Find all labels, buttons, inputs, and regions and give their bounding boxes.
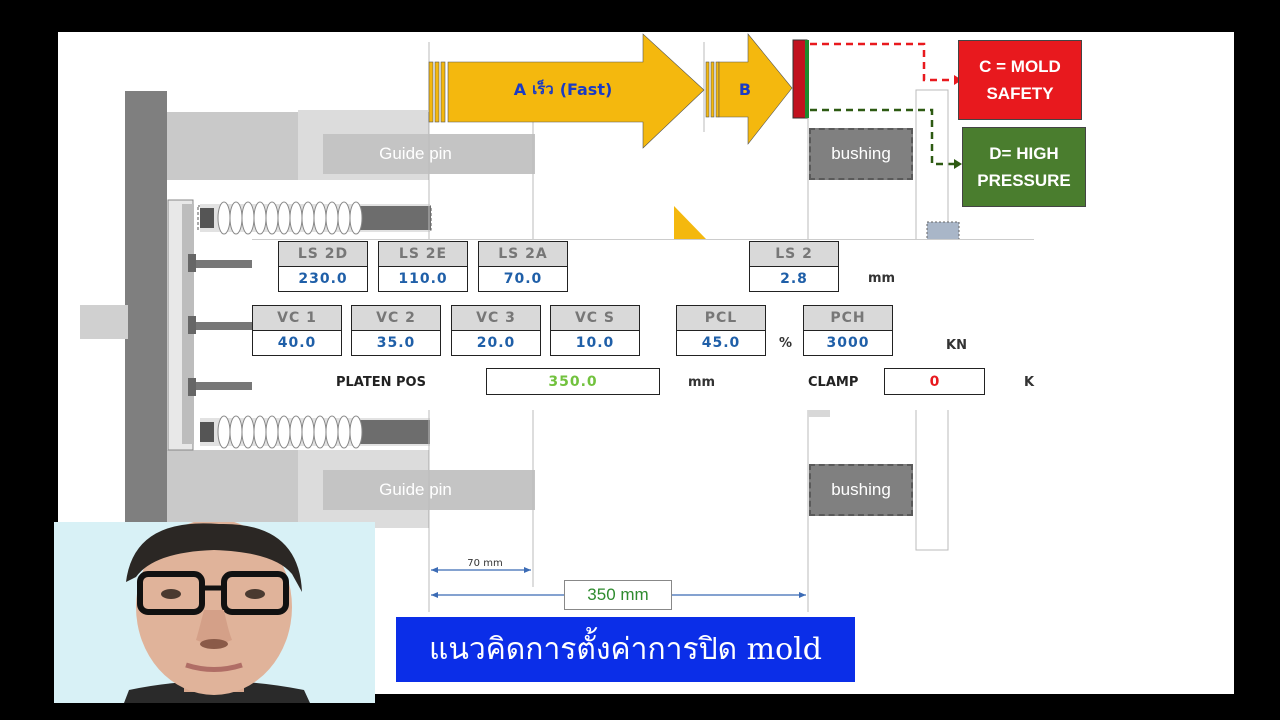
param-label: VC 3 (451, 305, 541, 331)
platen-pos-field[interactable]: 350.0 (486, 368, 660, 395)
spring-coils-bottom (217, 415, 363, 449)
param-value[interactable]: 110.0 (378, 266, 468, 292)
clamp-unit: K (1024, 375, 1035, 390)
arrow-a-label: A เร็ว (Fast) (498, 76, 628, 102)
param-vc2: VC 2 35.0 (351, 305, 441, 356)
param-value[interactable]: 10.0 (550, 330, 640, 356)
param-value[interactable]: 70.0 (478, 266, 568, 292)
param-label: LS 2 (749, 241, 839, 267)
param-label: VC 1 (252, 305, 342, 331)
dim-350-arrow-left (431, 592, 438, 598)
param-vc3: VC 3 20.0 (451, 305, 541, 356)
param-value[interactable]: 230.0 (278, 266, 368, 292)
ejector-rod (193, 322, 253, 330)
arrow-a-letter: A (513, 79, 527, 99)
arrow-b-stripe (705, 61, 710, 118)
mold-safety-box: C = MOLD SAFETY (958, 40, 1082, 120)
arrow-a (447, 33, 705, 149)
param-pcl: PCL 45.0 (676, 305, 766, 356)
high-pressure-box: D= HIGH PRESSURE (962, 127, 1086, 207)
arrow-hint (674, 206, 706, 239)
spring-rod-top (358, 206, 431, 230)
arrow-a-thai: เร็ว (532, 80, 554, 98)
fixed-plate (125, 91, 167, 546)
guide-pin-top-label: Guide pin (379, 144, 452, 163)
percent-unit: % (779, 336, 793, 351)
param-pch: PCH 3000 (803, 305, 893, 356)
param-value[interactable]: 40.0 (252, 330, 342, 356)
presenter-webcam (54, 522, 375, 703)
ejector-rod (193, 382, 253, 390)
presenter-avatar (54, 522, 375, 703)
param-label: LS 2D (278, 241, 368, 267)
rod-head (188, 316, 196, 334)
param-label: VC 2 (351, 305, 441, 331)
ejector-rod (193, 260, 253, 268)
arrow-b-stripe (715, 61, 720, 118)
mold-safety-bar (792, 39, 808, 119)
dim-70-arrow-left (431, 567, 438, 573)
dim-350-arrow-right (799, 592, 806, 598)
param-ls2e: LS 2E 110.0 (378, 241, 468, 292)
control-panel: LS 2D 230.0 LS 2E 110.0 LS 2A 70.0 LS 2 … (252, 239, 1034, 410)
param-value[interactable]: 35.0 (351, 330, 441, 356)
param-label: PCH (803, 305, 893, 331)
spring-coils-top (217, 201, 363, 235)
arrow-b-label: B (738, 79, 752, 99)
arrow-a-fast: (Fast) (559, 79, 613, 99)
param-ls2a: LS 2A 70.0 (478, 241, 568, 292)
caption-bar: แนวคิดการตั้งค่าการปิด mold (396, 617, 855, 682)
arrow-a-stripe (434, 61, 440, 123)
guide-pin-bottom-label: Guide pin (379, 480, 452, 499)
param-label: LS 2E (378, 241, 468, 267)
high-pressure-connector (810, 108, 954, 166)
high-pressure-bar (805, 40, 809, 118)
dim-70-arrow-right (524, 567, 531, 573)
param-ls2d: LS 2D 230.0 (278, 241, 368, 292)
param-vcs: VC S 10.0 (550, 305, 640, 356)
bushing-top: bushing (809, 128, 913, 180)
platen-pos-label: PLATEN POS (336, 375, 426, 390)
bushing-bottom: bushing (809, 464, 913, 516)
arrow-a-stripe (440, 61, 446, 123)
param-value[interactable]: 20.0 (451, 330, 541, 356)
spring-rod-bottom (358, 420, 430, 444)
spring-end-bottom (200, 422, 214, 442)
dim-350-label: 350 mm (564, 580, 672, 610)
slide: A เร็ว (Fast) B Guide pin Guide pin bush… (58, 32, 1234, 694)
spring-end-top (200, 208, 214, 228)
param-label: PCL (676, 305, 766, 331)
rod-head (188, 254, 196, 272)
param-ls2: LS 2 2.8 (749, 241, 839, 292)
clamp-label: CLAMP (808, 375, 859, 390)
arrow-b (718, 33, 793, 145)
arrow-b-stripe (710, 61, 715, 118)
high-pressure-connector-head (954, 159, 962, 169)
mold-diagram (80, 33, 962, 612)
param-label: LS 2A (478, 241, 568, 267)
param-value[interactable]: 3000 (803, 330, 893, 356)
mold-safety-connector (810, 42, 954, 82)
platen-unit: mm (688, 375, 716, 390)
ls-unit: mm (868, 271, 896, 286)
param-value[interactable]: 2.8 (749, 266, 839, 292)
param-value[interactable]: 45.0 (676, 330, 766, 356)
rod-head (188, 378, 196, 396)
nozzle-stub (80, 305, 128, 339)
arrow-a-stripe (428, 61, 434, 123)
param-vc1: VC 1 40.0 (252, 305, 342, 356)
clamp-field[interactable]: 0 (884, 368, 985, 395)
dim-70-label: 70 mm (467, 557, 503, 569)
kn-unit: KN (946, 338, 967, 353)
param-label: VC S (550, 305, 640, 331)
